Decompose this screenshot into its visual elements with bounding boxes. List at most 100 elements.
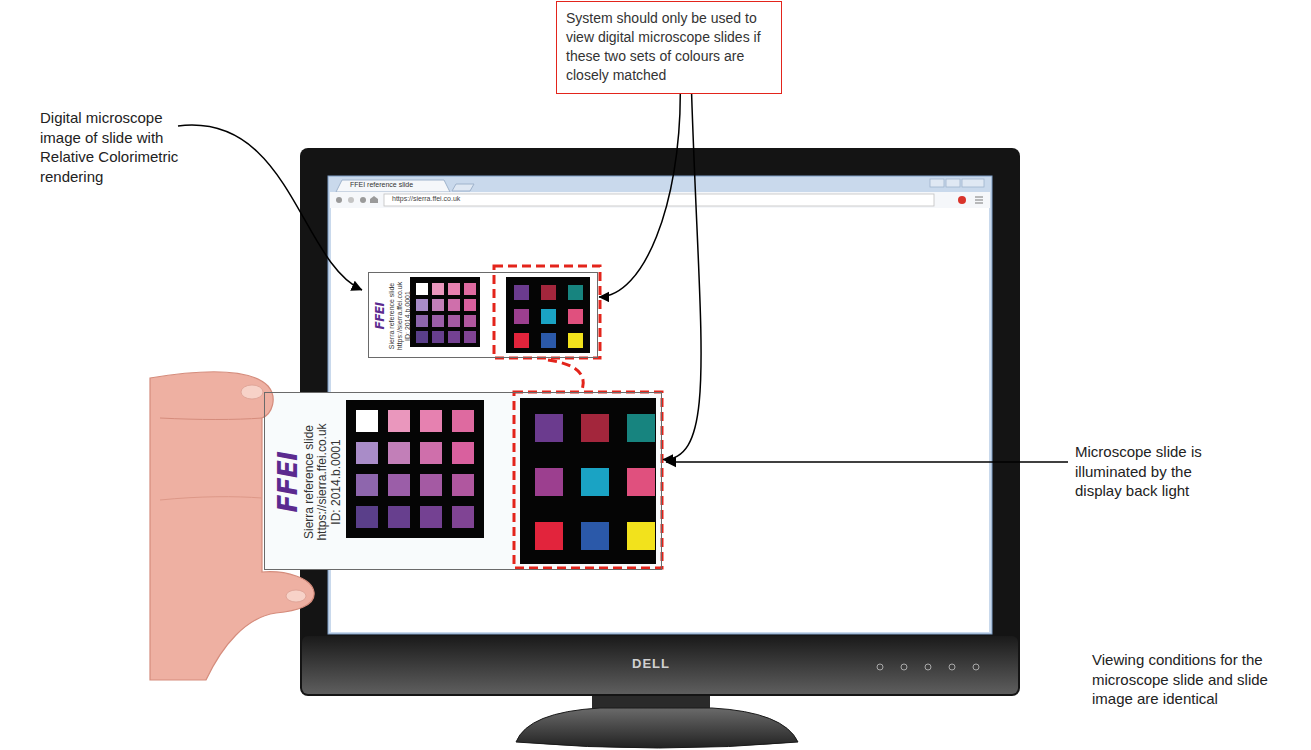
holding-hand (150, 372, 314, 680)
monitor-bezel (973, 664, 979, 670)
slide-backgrounds (264, 272, 662, 570)
grey-scale-patches (416, 299, 428, 311)
colour-patches (541, 333, 556, 348)
grey-scale-patches (452, 442, 474, 464)
grey-scale-patches (464, 283, 476, 295)
grey-scale-patches (420, 442, 442, 464)
highlight-dashes (494, 266, 662, 568)
colour-patches (581, 414, 609, 442)
colour-patches (520, 398, 656, 564)
leader-lines (666, 461, 1068, 463)
holding-hand (241, 385, 263, 399)
colour-patches (535, 522, 563, 550)
highlight-dashes (494, 266, 600, 358)
grey-scale-patches (464, 299, 476, 311)
reference-slide: FFEISierra reference slidehttps://sierra… (368, 272, 598, 358)
monitor-bezel (925, 664, 931, 670)
colour-patches (506, 277, 656, 564)
grey-scale-patches (448, 315, 460, 327)
grey-scale-patches (448, 283, 460, 295)
grey-scale-patches (416, 283, 428, 295)
grey-scale-patches (464, 315, 476, 327)
holding-hand (150, 372, 314, 680)
colour-patches (568, 309, 583, 324)
monitor-stand (516, 692, 798, 748)
note-text: System should only be used to view digit… (566, 9, 772, 85)
slide-text: Sierra reference slide (388, 283, 396, 350)
grey-scale-patches (416, 331, 428, 343)
browser-window (930, 179, 944, 187)
slide-backgrounds (264, 392, 662, 570)
grey-scale-patches (464, 331, 476, 343)
colour-patches (541, 309, 556, 324)
monitor-bezel (302, 636, 1018, 694)
browser-window (348, 197, 354, 203)
grey-scale-patches (448, 331, 460, 343)
holding-hand (286, 590, 306, 602)
grey-scale-patches (356, 442, 378, 464)
grey-scale-patches (388, 410, 410, 432)
colour-patches (541, 285, 556, 300)
colour-patches (627, 414, 655, 442)
slide-text: Sierra reference slide (303, 425, 317, 539)
browser-window (975, 197, 983, 203)
browser-window (962, 179, 984, 187)
browser-window (370, 196, 378, 203)
grey-scale-patches (452, 506, 474, 528)
slide-text: ID: 2014.b.0001 (404, 291, 412, 341)
colour-patches (535, 468, 563, 496)
grey-scale-patches (452, 410, 474, 432)
grey-scale-patches (346, 277, 484, 538)
grey-scale-patches (432, 315, 444, 327)
colour-patches (568, 333, 583, 348)
grey-scale-patches (448, 299, 460, 311)
holding-hand (160, 418, 262, 420)
grey-scale-patches (420, 506, 442, 528)
grey-scale-patches (388, 506, 410, 528)
note-box: System should only be used to view digit… (556, 1, 782, 94)
browser-window (452, 184, 474, 191)
colour-patches (581, 468, 609, 496)
highlight-dashes (548, 360, 583, 390)
monitor-bezel (901, 664, 907, 670)
browser-window (946, 179, 960, 187)
browser-window (384, 194, 934, 206)
colour-patches (568, 285, 583, 300)
connector-arrow (599, 94, 680, 297)
leader-lines (178, 125, 362, 290)
slide-text: https://sierra.ffei.co.uk (316, 423, 330, 540)
grey-scale-patches (432, 331, 444, 343)
colour-patches (514, 333, 529, 348)
browser-window (336, 180, 450, 192)
callout-text: Digital microscope image of slide with R… (40, 108, 180, 186)
slide-backgrounds (368, 272, 598, 358)
colour-patches (627, 522, 655, 550)
browser-window (958, 196, 966, 204)
grey-scale-patches (356, 474, 378, 496)
colour-patches (506, 277, 590, 353)
grey-scale-patches (410, 277, 480, 347)
browser-url: https://sierra.ffei.co.uk (392, 195, 460, 203)
highlight-dashes (514, 392, 662, 568)
slide-text-column: FFEISierra reference slidehttps://sierra… (373, 274, 413, 358)
browser-tab-title: FFEI reference slide (350, 181, 413, 189)
monitor-stand (516, 708, 798, 748)
slide-text: ID: 2014.b.0001 (330, 439, 344, 524)
company-logo: FFEI (374, 302, 387, 329)
grey-scale-patches (346, 400, 484, 538)
grey-scale-patches (356, 506, 378, 528)
company-logo: FFEI (274, 452, 303, 513)
connector-arrow (663, 94, 701, 460)
browser-window (330, 192, 990, 208)
grey-scale-patches (452, 474, 474, 496)
grey-scale-patches (432, 283, 444, 295)
slide-text-column: FFEISierra reference slidehttps://sierra… (269, 397, 349, 567)
browser-window (336, 197, 342, 203)
colour-patches (581, 522, 609, 550)
callout-text: Microscope slide is illuminated by the d… (1075, 442, 1235, 501)
grey-scale-patches (356, 410, 378, 432)
colour-patches (627, 468, 655, 496)
grey-scale-patches (432, 299, 444, 311)
